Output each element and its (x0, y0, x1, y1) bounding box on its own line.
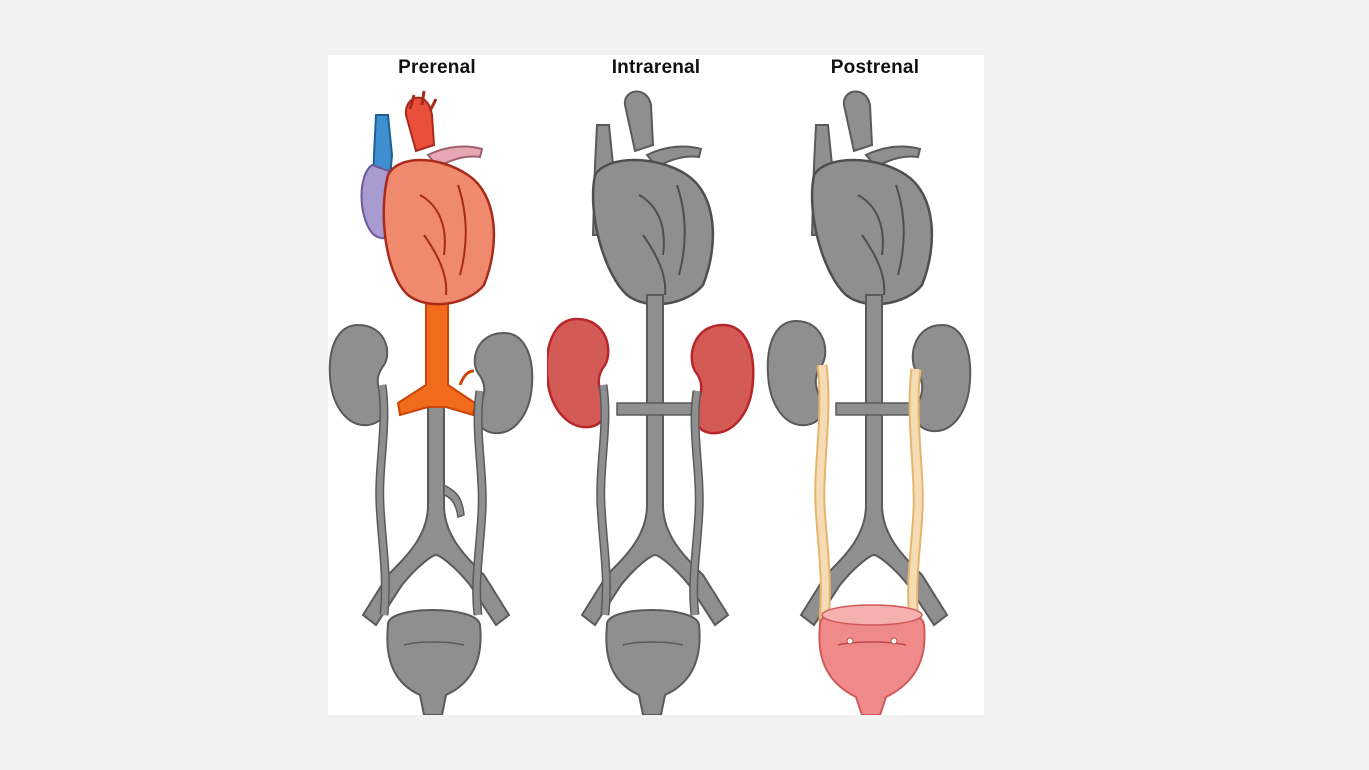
ureters (375, 384, 487, 616)
intrarenal-illustration (547, 90, 755, 715)
kidney-left-highlighted (547, 317, 610, 429)
kidney-left (328, 323, 389, 427)
panel-title-intrarenal: Intrarenal (611, 57, 701, 78)
panel-intrarenal: Intrarenal (547, 55, 765, 715)
vessel-system (361, 294, 511, 627)
bladder (605, 609, 701, 715)
panel-postrenal: Postrenal (766, 55, 984, 715)
postrenal-illustration (766, 90, 972, 715)
heart-gray (810, 90, 934, 306)
bladder (386, 609, 482, 715)
panel-title-postrenal: Postrenal (830, 57, 920, 78)
heart-gray (591, 90, 715, 306)
kidney-right-highlighted (690, 323, 755, 435)
heart-colored (360, 90, 496, 306)
panel-title-prerenal: Prerenal (398, 57, 476, 78)
panel-prerenal: Prerenal (328, 55, 546, 715)
kidney-right (473, 331, 534, 435)
kidney-left (766, 319, 827, 427)
ureters (596, 384, 704, 616)
prerenal-illustration (328, 90, 534, 715)
ureters-highlighted (814, 364, 924, 624)
kidney-right (911, 323, 972, 433)
figure-canvas: Prerenal (328, 55, 984, 715)
bladder-highlighted (818, 604, 926, 715)
